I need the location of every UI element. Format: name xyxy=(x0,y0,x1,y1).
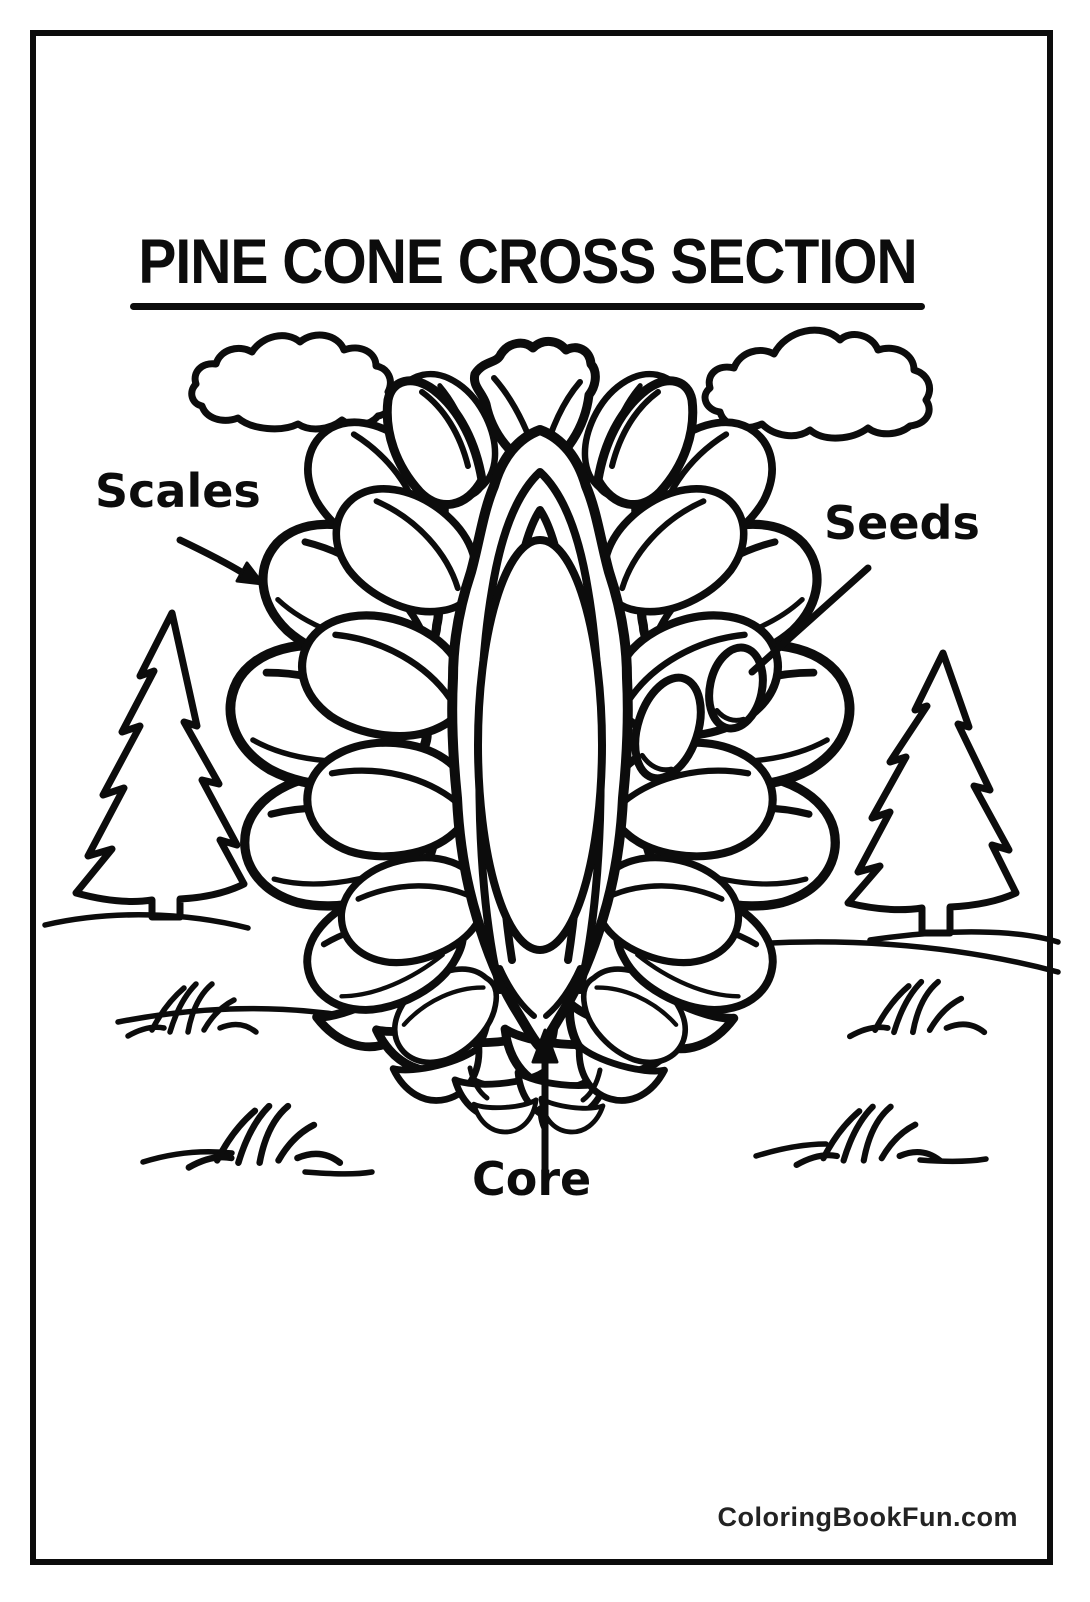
label-seeds: Seeds xyxy=(824,496,980,550)
core-arrow xyxy=(531,1028,559,1176)
pine-tree-right xyxy=(844,649,1020,937)
scales-arrow xyxy=(176,536,265,586)
cloud-left xyxy=(188,331,396,433)
seeds-pointer-line xyxy=(748,564,872,676)
pine-tree-left xyxy=(72,609,248,921)
seeds xyxy=(631,643,767,783)
label-core: Core xyxy=(472,1152,592,1206)
label-scales: Scales xyxy=(95,464,261,518)
title-underline xyxy=(130,303,925,310)
cloud-right xyxy=(701,326,933,442)
pine-cone xyxy=(225,337,854,1135)
page-title: PINE CONE CROSS SECTION xyxy=(138,227,917,298)
watermark-text: ColoringBookFun.com xyxy=(717,1502,1018,1532)
core xyxy=(447,425,633,1052)
crown-scales xyxy=(382,337,698,509)
